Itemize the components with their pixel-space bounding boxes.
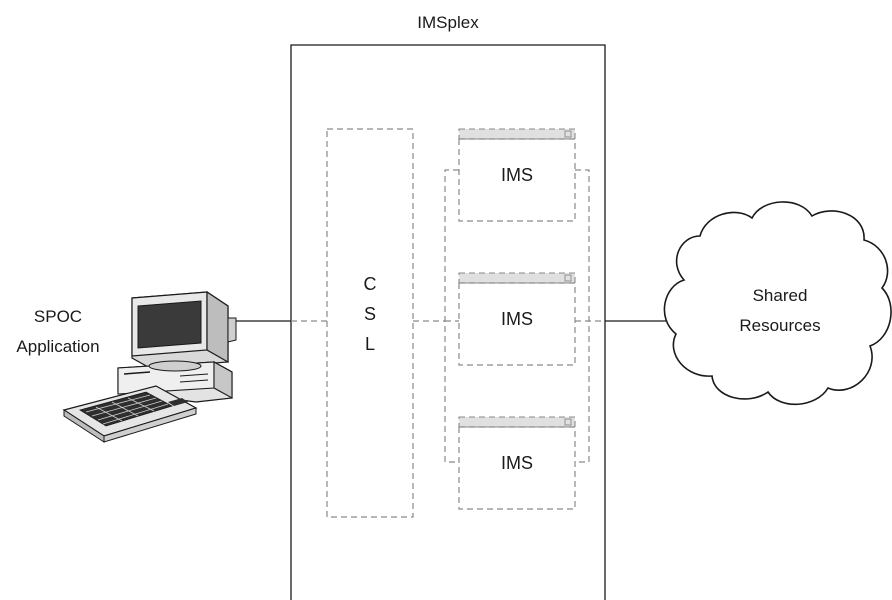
ims-instance-3: IMS bbox=[458, 416, 576, 510]
right-ims-bus bbox=[575, 169, 590, 463]
workstation-icon bbox=[62, 290, 237, 443]
client-label-line2: Application bbox=[16, 337, 99, 356]
imsplex-label: IMSplex bbox=[417, 13, 479, 32]
csl-box bbox=[326, 128, 414, 518]
shared-resources-cloud bbox=[663, 201, 892, 406]
ims-instance-2: IMS bbox=[458, 272, 576, 366]
ims-instance-1: IMS bbox=[458, 128, 576, 222]
ims-label-1: IMS bbox=[501, 165, 533, 185]
left-ims-bus bbox=[444, 169, 459, 463]
csl-letter-s: S bbox=[364, 304, 376, 324]
client-label-line1: SPOC bbox=[34, 307, 82, 326]
ims-label-2: IMS bbox=[501, 309, 533, 329]
cloud-label-line2: Resources bbox=[739, 316, 820, 335]
ims-label-3: IMS bbox=[501, 453, 533, 473]
csl-letter-l: L bbox=[365, 334, 375, 354]
cloud-label-line1: Shared bbox=[753, 286, 808, 305]
csl-letter-c: C bbox=[364, 274, 377, 294]
imsplex-boundary bbox=[290, 44, 606, 600]
